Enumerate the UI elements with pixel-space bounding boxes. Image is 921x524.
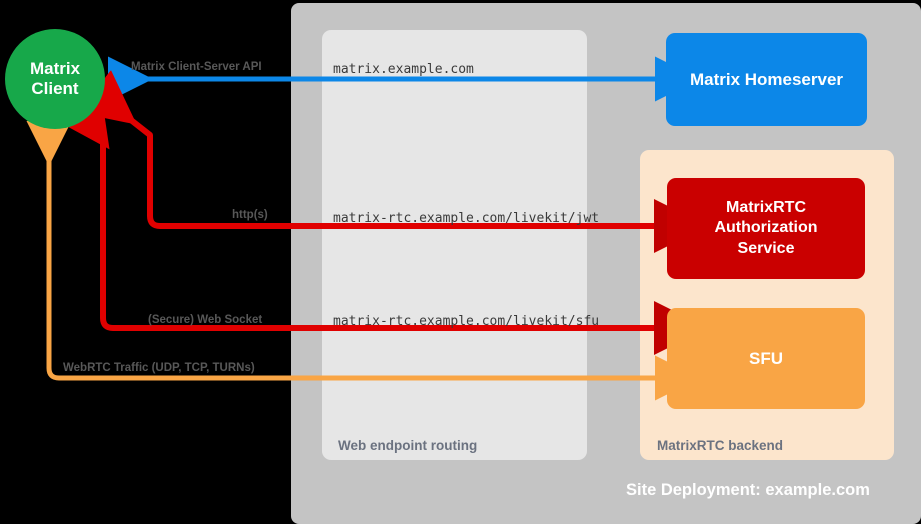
- site-deployment-caption: Site Deployment: example.com: [626, 481, 870, 499]
- edge-label-webrtc-traffic: WebRTC Traffic (UDP, TCP, TURNs): [63, 362, 255, 374]
- matrixrtc-backend-caption: MatrixRTC backend: [657, 438, 784, 453]
- edge-label-https: http(s): [232, 209, 268, 221]
- endpoint-livekit-jwt: matrix-rtc.example.com/livekit/jwt: [333, 211, 600, 226]
- edge-label-matrix-client-server-api: Matrix Client-Server API: [131, 61, 262, 73]
- web-endpoint-routing-caption: Web endpoint routing: [338, 438, 478, 453]
- edge-https-jwt: [77, 70, 708, 253]
- edge-label-secure-websocket: (Secure) Web Socket: [148, 314, 263, 326]
- edge-webrtc-traffic: [26, 121, 700, 401]
- endpoint-matrix-example-com: matrix.example.com: [333, 62, 474, 77]
- endpoint-livekit-sfu: matrix-rtc.example.com/livekit/sfu: [333, 314, 600, 329]
